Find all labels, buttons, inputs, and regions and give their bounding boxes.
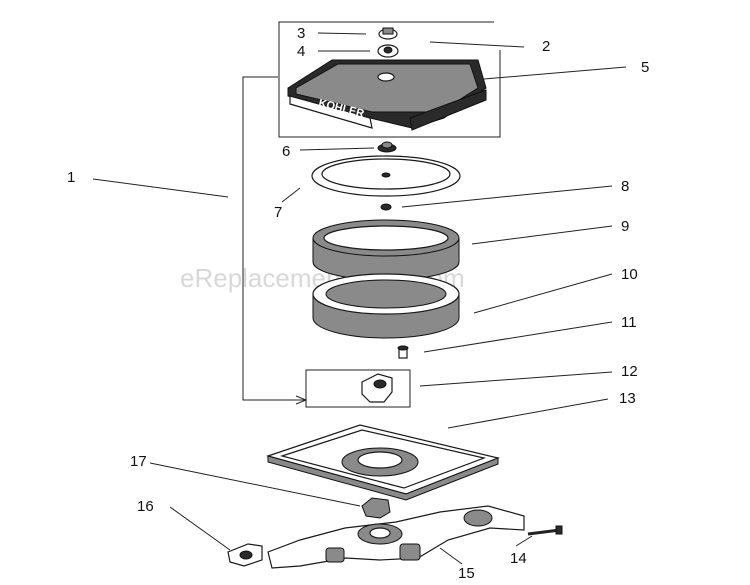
callout-1: 1	[67, 169, 75, 186]
cover-assembly-frame	[278, 21, 501, 138]
seal-washer-part	[377, 44, 399, 58]
callout-15: 15	[458, 565, 475, 582]
cover-part: KOHLER	[287, 59, 487, 131]
breather-gasket-part	[361, 497, 391, 519]
callout-14: 14	[510, 550, 527, 567]
callout-10: 10	[621, 266, 638, 283]
callout-8: 8	[621, 178, 629, 195]
bracket-part	[305, 369, 411, 408]
stud-part	[397, 345, 409, 359]
callout-9: 9	[621, 218, 629, 235]
wing-nut-part	[377, 141, 397, 153]
air-filter-element-part	[312, 273, 460, 339]
leader-lines	[92, 32, 627, 565]
base-part	[265, 424, 501, 501]
elbow-part	[267, 505, 525, 569]
screw-part	[527, 525, 563, 536]
callout-11: 11	[621, 314, 637, 331]
callout-17: 17	[130, 453, 147, 470]
callout-labels: 1 2 3 4 5 6 7 8 9 10 11 12 13 14 15 16 1…	[67, 25, 649, 582]
gasket-part	[227, 543, 263, 567]
callout-12: 12	[621, 363, 638, 380]
knob-part	[378, 27, 398, 40]
assembly-bracket	[242, 76, 308, 405]
callout-7: 7	[274, 204, 282, 221]
callout-2: 2	[542, 38, 550, 55]
callout-6: 6	[282, 143, 290, 160]
element-cover-part	[311, 155, 461, 197]
callout-13: 13	[619, 390, 636, 407]
callout-4: 4	[297, 43, 305, 60]
callout-3: 3	[297, 25, 305, 42]
precleaner-part	[312, 219, 460, 281]
seal-part	[380, 203, 392, 211]
callout-16: 16	[137, 498, 154, 515]
callout-5: 5	[641, 59, 649, 76]
